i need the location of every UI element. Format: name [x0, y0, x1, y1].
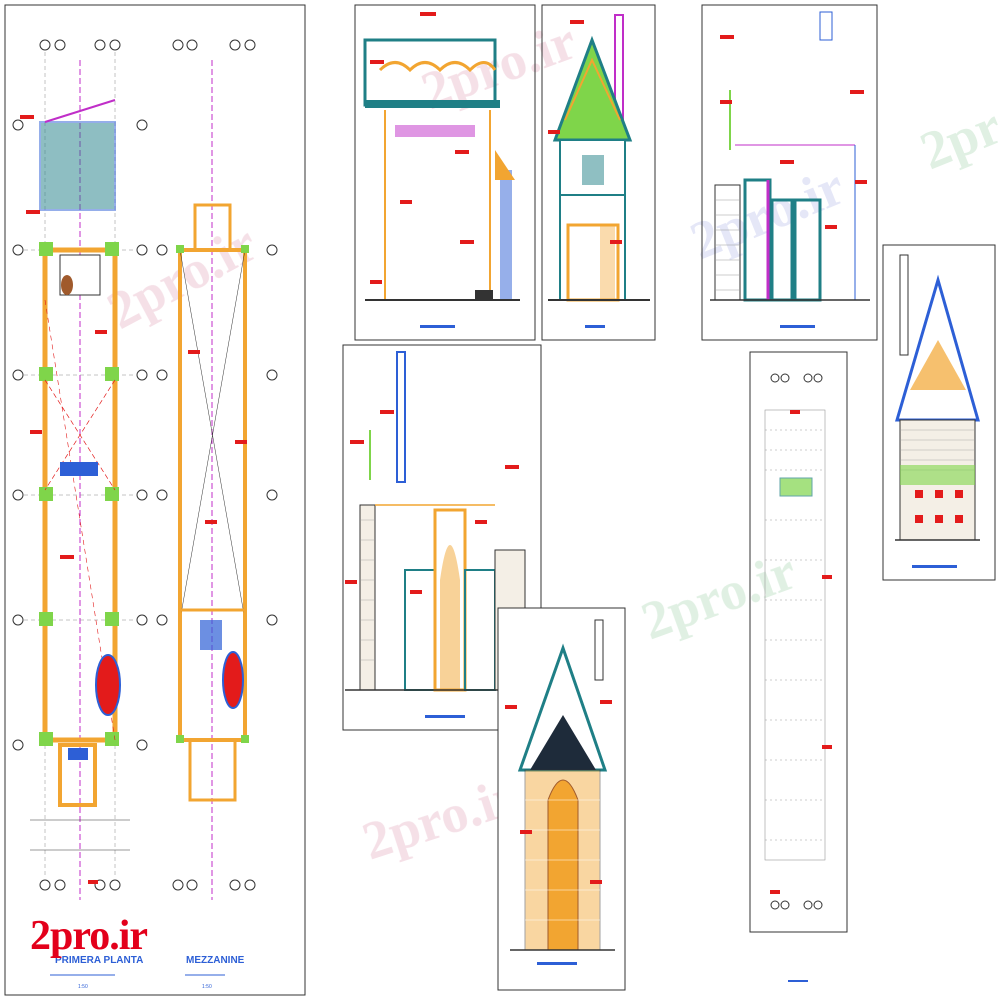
sheet-border: [749, 351, 848, 933]
stair-icon: [61, 275, 73, 295]
kitchen-area: [39, 121, 116, 211]
round-rug: [222, 651, 244, 709]
sheet-border: [354, 4, 536, 341]
watermark-text: 2pro.ir: [912, 66, 1000, 181]
sheet-border: [541, 4, 656, 341]
longitudinal-section: [749, 351, 848, 982]
elevation-gable-right: [882, 244, 996, 581]
annotation-flags: [505, 700, 612, 884]
round-rug: [95, 654, 121, 716]
columns: [39, 242, 119, 746]
sheet-border: [342, 344, 542, 731]
room-label: [60, 462, 98, 476]
section-c: [701, 4, 878, 341]
plan-title: PRIMERA PLANTA: [55, 955, 143, 966]
plan-mezzanine: MEZZANINE 1:50: [156, 39, 278, 990]
brand-logo: 2pro.ir: [30, 913, 148, 959]
plan-scale: 1:50: [202, 984, 212, 990]
section-a: [354, 4, 536, 341]
room-label: [68, 748, 88, 760]
annotation-flags: [370, 12, 474, 284]
watermark-text: 2pro.ir: [634, 540, 804, 651]
grid-bubbles: [770, 373, 823, 910]
annotation-flags: [188, 350, 247, 524]
sheet-border: [882, 244, 996, 581]
entry-porch: [58, 743, 97, 807]
annotation-flags: [720, 35, 867, 229]
annotation-flags: [20, 115, 107, 884]
sheet-border: [4, 4, 306, 996]
grid-bubbles: [156, 39, 278, 891]
sheet-border: [701, 4, 878, 341]
annotation-flags: [345, 410, 519, 594]
annotation-flags: [548, 20, 622, 244]
entry-porch: [188, 738, 237, 802]
section-b: [541, 4, 656, 341]
grid-bubbles: [12, 39, 148, 891]
plan-ground-floor: PRIMERA PLANTA 1:50: [4, 4, 306, 996]
annotation-flags: [770, 410, 832, 894]
plan-scale: 1:50: [78, 984, 88, 990]
room-label: [200, 620, 222, 650]
elevation-gothic: [497, 607, 626, 991]
plan-title: MEZZANINE: [186, 955, 245, 966]
